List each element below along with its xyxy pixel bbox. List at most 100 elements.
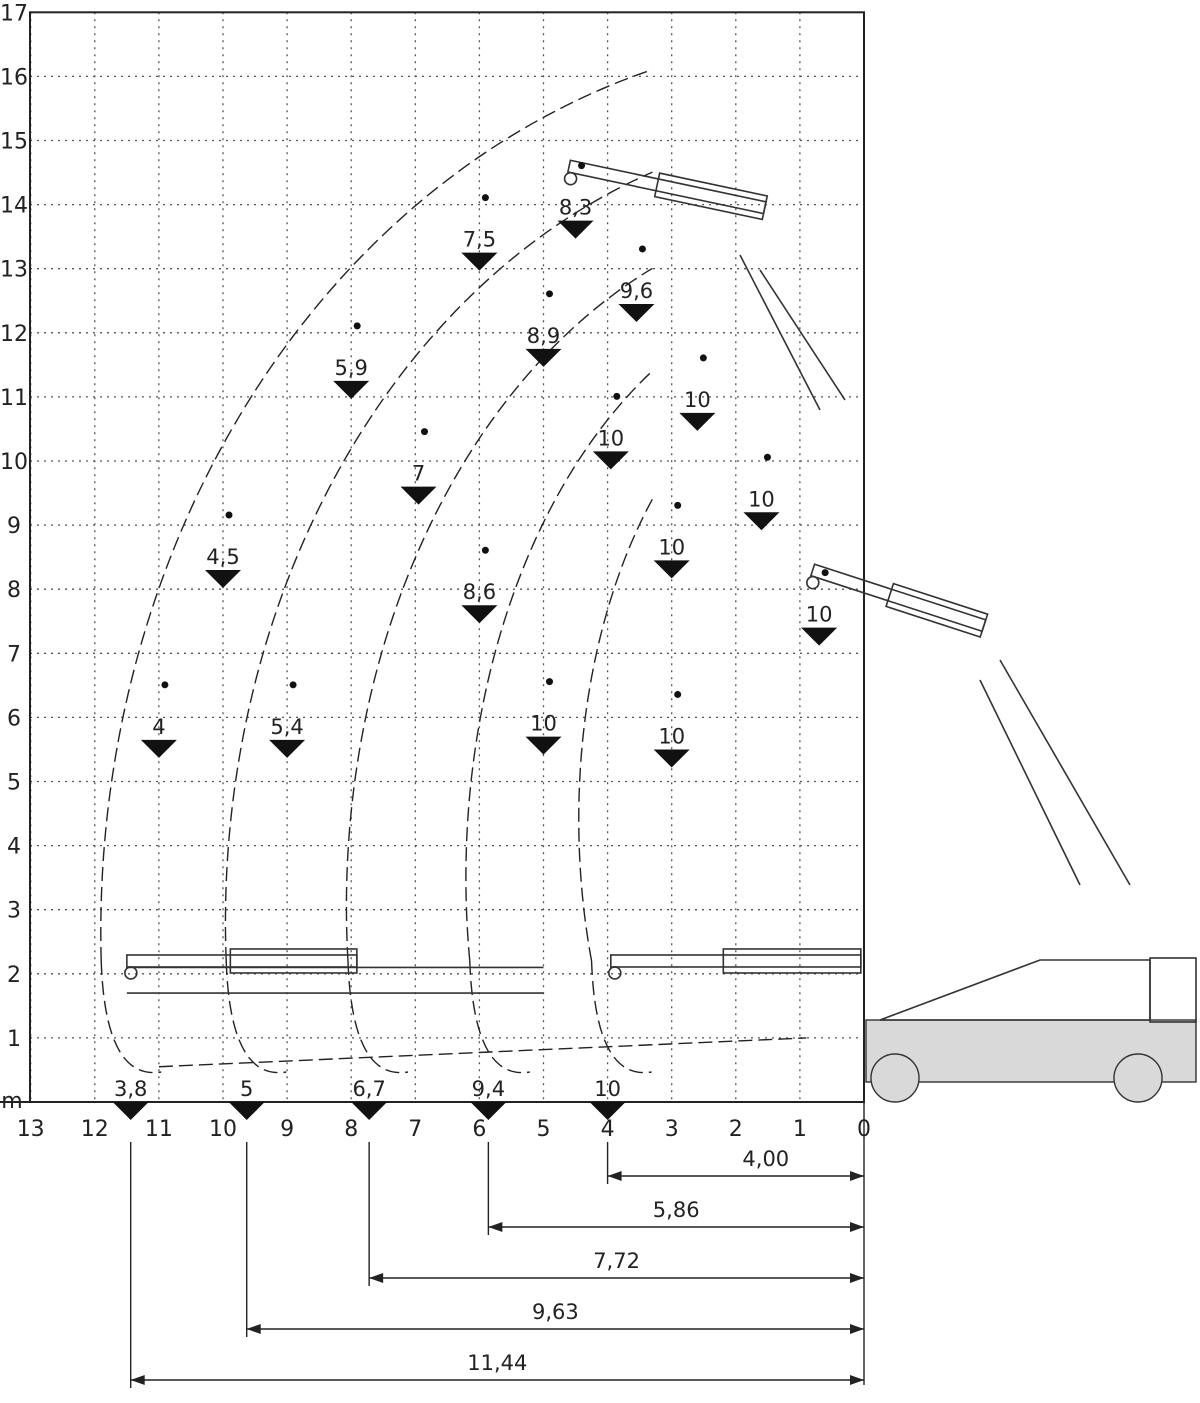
boom-horizontal-right [608, 948, 862, 980]
boom-cylinder [653, 172, 769, 221]
load-point-dot [638, 245, 646, 253]
load-point-dot [481, 194, 489, 202]
dimension-label: 4,00 [742, 1147, 789, 1171]
reach-arcs [100, 68, 807, 1074]
reach-arc-lower [469, 960, 530, 1074]
dimension-arrow-left [369, 1273, 384, 1283]
load-value-label: 10 [530, 712, 557, 736]
dimension-arrow-left [488, 1222, 503, 1232]
y-tick-label: 11 [0, 386, 28, 411]
load-point-dot [821, 569, 829, 577]
load-point-dot [161, 681, 169, 689]
load-marker-triangle [351, 1102, 388, 1120]
reach-arc-lower [225, 960, 287, 1074]
load-value-label: 5,4 [270, 715, 303, 739]
load-marker-triangle [653, 560, 690, 579]
dimension-label: 5,86 [653, 1198, 700, 1222]
load-value-label: 10 [597, 426, 624, 450]
dimension-arrow-right [850, 1222, 864, 1232]
load-value-label: 5 [240, 1077, 253, 1101]
x-tick-label: 5 [537, 1117, 551, 1142]
carrier-vehicle [865, 957, 1197, 1103]
y-axis-unit: m [1, 1089, 22, 1114]
load-value-label: 10 [748, 487, 775, 511]
load-value-label: 6,7 [352, 1077, 385, 1101]
wheel-icon [870, 1053, 920, 1103]
hook-icon [563, 171, 578, 186]
load-marker-triangle [618, 303, 655, 322]
y-tick-label: 10 [0, 450, 28, 475]
load-marker-triangle [205, 569, 241, 588]
hook-icon [608, 966, 622, 980]
wheel-icon [1113, 1053, 1163, 1103]
boom-cylinder [229, 948, 358, 974]
load-marker-triangle [679, 412, 716, 431]
load-value-label: 4 [152, 715, 165, 739]
y-tick-label: 8 [7, 578, 21, 603]
dimension-label: 9,63 [532, 1300, 579, 1324]
x-tick-label: 11 [145, 1117, 173, 1142]
y-tick-label: 6 [7, 706, 21, 731]
x-tick-label: 13 [17, 1117, 45, 1142]
load-marker-triangle [140, 739, 177, 758]
load-value-label: 8,3 [559, 196, 592, 220]
y-tick-label: 15 [0, 130, 28, 155]
x-tick-label: 7 [408, 1117, 422, 1142]
load-value-label: 3,8 [114, 1077, 147, 1101]
crane-machines [124, 159, 1197, 1103]
load-point-dot [481, 546, 489, 554]
dimension-arrow-left [607, 1171, 622, 1181]
load-marker-triangle [461, 252, 498, 271]
load-value-label: 5,9 [334, 356, 367, 380]
reach-arc-lower [590, 960, 652, 1074]
load-value-label: 9,4 [472, 1077, 505, 1101]
load-point-dot [546, 290, 553, 298]
y-tick-label: 4 [7, 835, 21, 860]
x-tick-label: 10 [209, 1117, 237, 1142]
load-marker-triangle [112, 1102, 149, 1120]
reach-arc-lower [100, 960, 162, 1074]
mast-line [979, 679, 1081, 886]
boom-cylinder [885, 582, 989, 639]
load-marker-triangle [269, 739, 306, 758]
reach-arc-lower [347, 960, 409, 1074]
load-marker-triangle [592, 451, 629, 470]
dimension-label: 11,44 [467, 1351, 527, 1375]
x-tick-label: 6 [472, 1117, 486, 1142]
mast-line [999, 659, 1131, 886]
load-marker-triangle [743, 512, 780, 531]
boom-horizontal-left [124, 948, 358, 980]
plot-frame [29, 11, 865, 1103]
load-point-dot [546, 678, 553, 686]
load-point-dot [225, 511, 233, 519]
load-point-dot [578, 162, 586, 170]
load-point-dot [763, 453, 771, 461]
load-point-dot [289, 681, 297, 689]
load-marker-triangle [801, 627, 838, 646]
boom-section [126, 954, 358, 968]
y-tick-label: 7 [7, 642, 21, 667]
load-point-dot [674, 501, 682, 509]
load-marker-triangle [589, 1102, 626, 1120]
load-marker-triangle [525, 348, 562, 367]
reach-arc [465, 370, 653, 962]
load-value-label: 10 [684, 388, 711, 412]
reach-arc [345, 267, 653, 962]
y-tick-label: 14 [0, 194, 28, 219]
y-tick-label: 3 [7, 899, 21, 924]
load-value-label: 9,6 [620, 279, 653, 303]
load-value-label: 4,5 [206, 545, 239, 569]
load-marker-triangle [400, 486, 437, 505]
x-tick-label: 1 [793, 1117, 807, 1142]
x-tick-label: 2 [729, 1117, 743, 1142]
y-tick-label: 12 [0, 322, 28, 347]
load-value-label: 8,6 [463, 580, 496, 604]
mast-line [739, 254, 821, 411]
mast-line [759, 269, 846, 401]
ground-reach-line [158, 1037, 807, 1068]
load-marker-triangle [228, 1102, 265, 1120]
